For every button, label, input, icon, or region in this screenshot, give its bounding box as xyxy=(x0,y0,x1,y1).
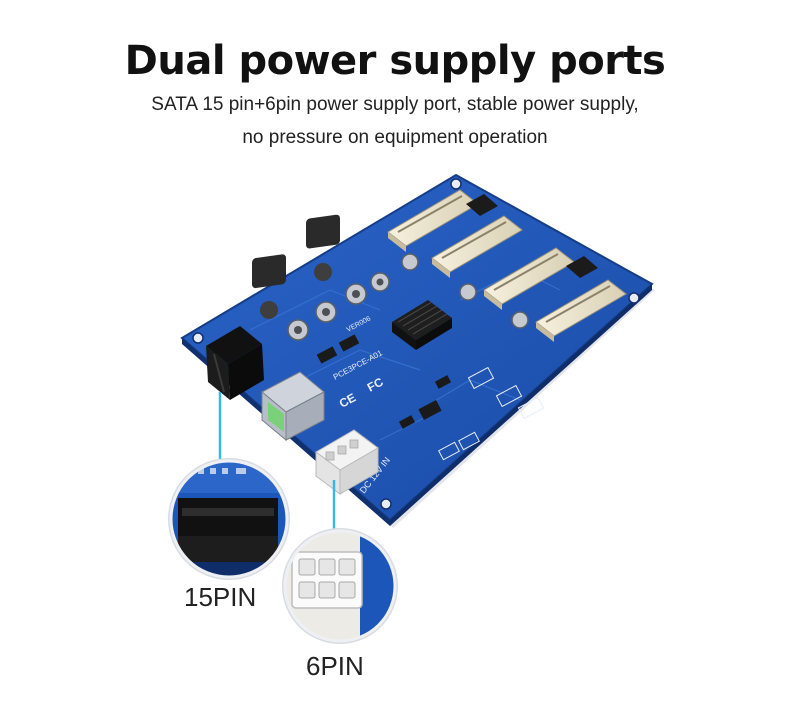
pcie-slot-1 xyxy=(387,189,479,252)
riser-board: PCE3PCE-A01 VER006 CE FC DC 12V IN xyxy=(180,173,655,528)
cert-mark-fc: FC xyxy=(365,375,386,395)
sata-power-connector xyxy=(206,326,264,400)
heatsink xyxy=(392,300,452,350)
pcie-slot-2 xyxy=(431,215,523,278)
usb-port xyxy=(261,371,325,442)
mounting-holes xyxy=(192,178,640,510)
capacitors xyxy=(287,253,529,341)
subtitle-line-1: SATA 15 pin+6pin power supply port, stab… xyxy=(151,94,639,115)
cert-mark-ce: CE xyxy=(337,390,358,410)
zoom-circle-sata xyxy=(168,458,290,580)
label-15pin: 15PIN xyxy=(184,582,257,612)
subtitle-line-2: no pressure on equipment operation xyxy=(242,127,548,148)
label-6pin: 6PIN xyxy=(306,651,364,681)
callout-lines xyxy=(218,392,336,534)
inductors xyxy=(252,214,340,319)
zoom-circle-6pin xyxy=(282,528,398,644)
page-title: Dual power supply ports xyxy=(124,38,666,84)
pcie-slot-4 xyxy=(535,279,627,342)
